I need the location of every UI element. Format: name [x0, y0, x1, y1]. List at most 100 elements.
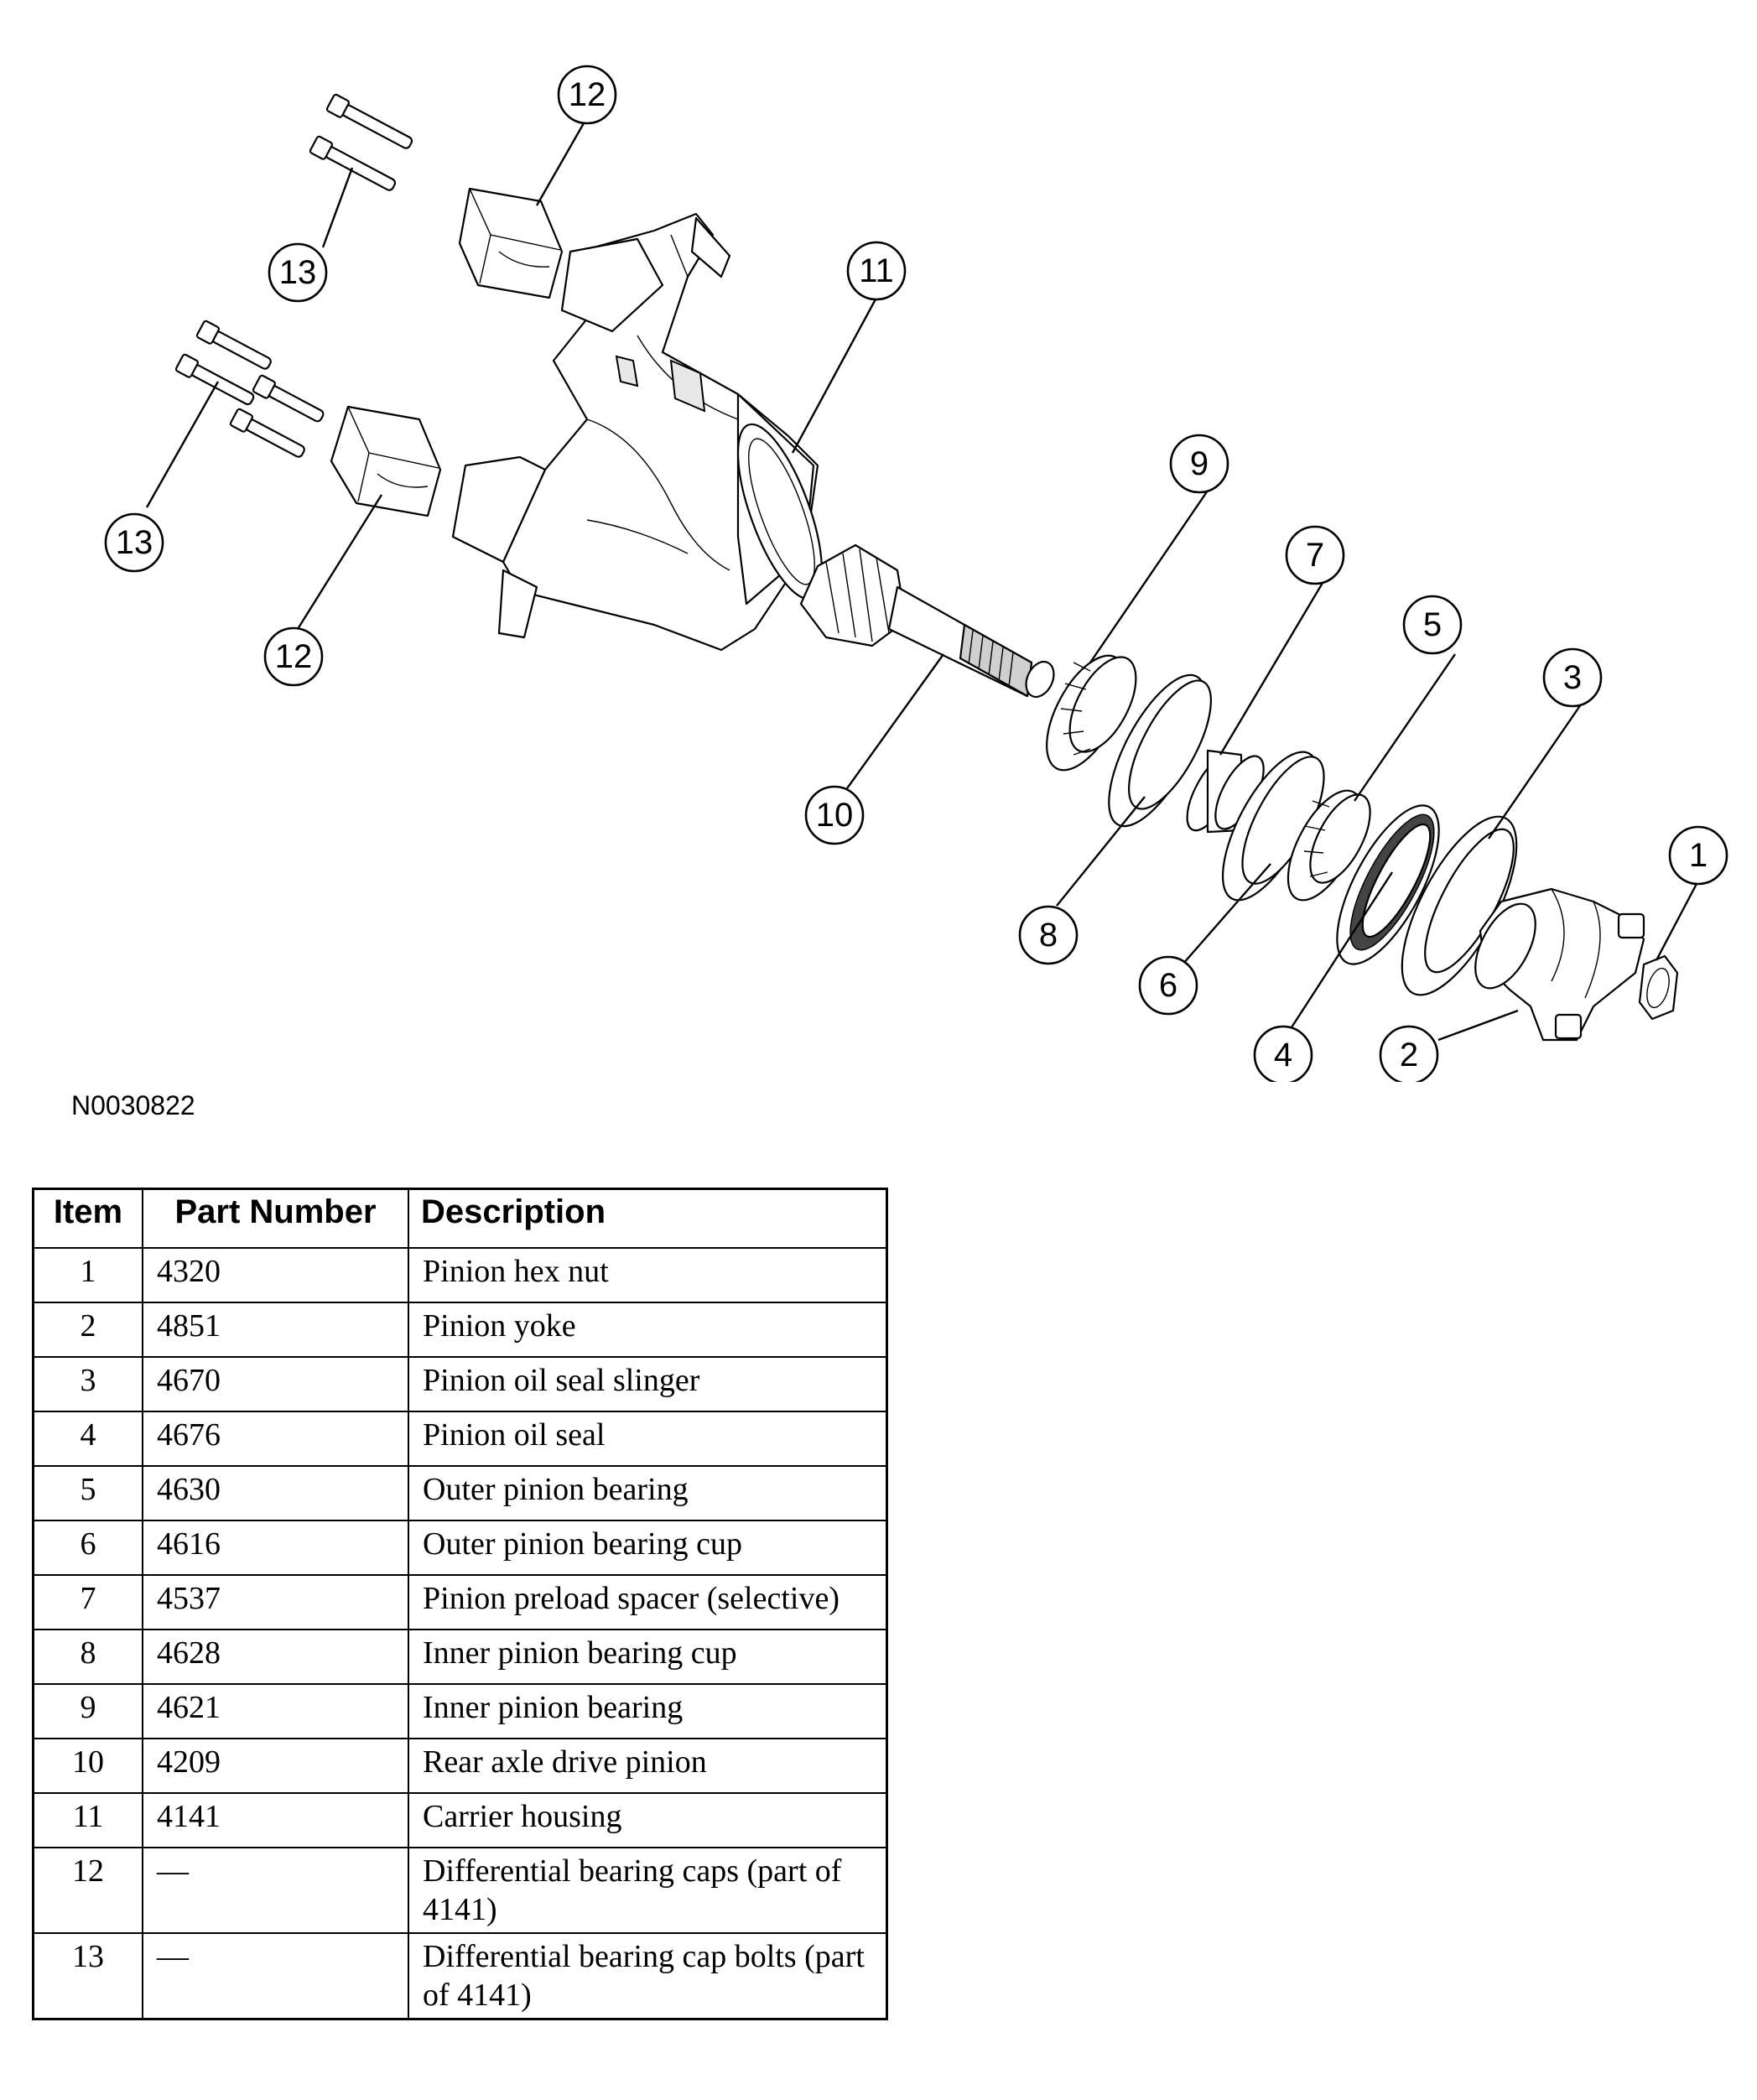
cell-description: Carrier housing — [408, 1792, 888, 1848]
table-row: 4 4676 Pinion oil seal — [32, 1411, 888, 1467]
callout-5: 5 — [1402, 595, 1463, 655]
callout-7: 7 — [1285, 525, 1345, 585]
drive-pinion — [799, 543, 1055, 699]
callout-13-lower: 13 — [104, 512, 164, 573]
cell-description: Rear axle drive pinion — [408, 1738, 888, 1794]
cell-part-number: 4851 — [142, 1302, 409, 1358]
header-item: Item — [32, 1188, 143, 1249]
table-row: 12 — Differential bearing caps (part of … — [32, 1847, 888, 1934]
cell-part-number: — — [142, 1932, 409, 2020]
cell-item: 6 — [32, 1520, 143, 1576]
svg-text:1: 1 — [1689, 837, 1708, 874]
svg-text:12: 12 — [275, 638, 313, 675]
cell-item: 12 — [32, 1847, 143, 1934]
parts-table: Item Part Number Description 1 4320 Pini… — [32, 1188, 888, 2020]
cell-description: Outer pinion bearing — [408, 1465, 888, 1521]
table-row: 3 4670 Pinion oil seal slinger — [32, 1356, 888, 1412]
header-part-number: Part Number — [142, 1188, 409, 1249]
cell-description: Pinion preload spacer (selective) — [408, 1574, 888, 1630]
callout-12-upper: 12 — [557, 65, 617, 125]
cell-item: 13 — [32, 1932, 143, 2020]
cell-part-number: 4630 — [142, 1465, 409, 1521]
callout-3: 3 — [1542, 647, 1603, 708]
cell-item: 11 — [32, 1792, 143, 1848]
pinion-oil-seal-slinger — [1401, 815, 1518, 996]
bearing-cap-bolts-lower — [174, 320, 325, 458]
cell-description: Differential bearing cap bolts (part of … — [408, 1932, 888, 2020]
cell-part-number: 4141 — [142, 1792, 409, 1848]
pinion-yoke — [1474, 887, 1645, 1042]
header-description: Description — [408, 1188, 888, 1249]
callout-6: 6 — [1138, 955, 1198, 1016]
callout-1: 1 — [1668, 825, 1728, 886]
cell-description: Pinion yoke — [408, 1302, 888, 1358]
cell-item: 10 — [32, 1738, 143, 1794]
table-row: 6 4616 Outer pinion bearing cup — [32, 1520, 888, 1576]
callout-13-upper: 13 — [268, 242, 328, 303]
pinion-preload-spacer — [1186, 749, 1265, 834]
cell-part-number: 4628 — [142, 1629, 409, 1685]
callout-8: 8 — [1018, 905, 1079, 965]
table-row: 2 4851 Pinion yoke — [32, 1302, 888, 1358]
svg-text:9: 9 — [1190, 445, 1209, 482]
svg-text:12: 12 — [569, 76, 606, 113]
table-row: 11 4141 Carrier housing — [32, 1792, 888, 1848]
cell-description: Differential bearing caps (part of 4141) — [408, 1847, 888, 1934]
cell-part-number: 4676 — [142, 1411, 409, 1467]
svg-text:13: 13 — [279, 254, 317, 291]
carrier-housing — [451, 212, 824, 652]
cell-description: Pinion oil seal — [408, 1411, 888, 1467]
callout-2: 2 — [1379, 1025, 1439, 1082]
callout-4: 4 — [1253, 1025, 1313, 1082]
leader-lines — [145, 117, 1700, 1042]
bearing-cap-bolts-upper — [309, 93, 413, 191]
callout-9: 9 — [1169, 434, 1229, 494]
callout-10: 10 — [804, 785, 865, 845]
outer-pinion-bearing — [1287, 789, 1371, 902]
svg-text:13: 13 — [116, 524, 153, 561]
svg-text:5: 5 — [1423, 606, 1442, 643]
inner-pinion-bearing — [1046, 654, 1137, 772]
cell-part-number: 4537 — [142, 1574, 409, 1630]
cell-item: 2 — [32, 1302, 143, 1358]
cell-item: 4 — [32, 1411, 143, 1467]
cell-item: 3 — [32, 1356, 143, 1412]
callout-11: 11 — [846, 241, 907, 301]
cell-part-number: — — [142, 1847, 409, 1934]
svg-text:3: 3 — [1563, 659, 1582, 696]
table-row: 1 4320 Pinion hex nut — [32, 1247, 888, 1303]
bearing-cap-upper — [458, 187, 564, 299]
bearing-cap-lower — [330, 405, 442, 517]
cell-part-number: 4621 — [142, 1683, 409, 1739]
figure-id: N0030822 — [71, 1090, 195, 1120]
svg-text:4: 4 — [1274, 1037, 1292, 1073]
cell-description: Pinion oil seal slinger — [408, 1356, 888, 1412]
cell-item: 7 — [32, 1574, 143, 1630]
svg-text:11: 11 — [859, 252, 894, 289]
exploded-view-diagram: 1 2 3 4 5 6 7 8 9 10 11 12 — [104, 65, 1728, 1082]
cell-item: 1 — [32, 1247, 143, 1303]
table-row: 13 — Differential bearing cap bolts (par… — [32, 1932, 888, 2020]
cell-part-number: 4209 — [142, 1738, 409, 1794]
svg-text:6: 6 — [1159, 967, 1177, 1004]
inner-pinion-bearing-cup — [1108, 673, 1212, 828]
pinion-hex-nut — [1638, 954, 1679, 1021]
table-row: 9 4621 Inner pinion bearing — [32, 1683, 888, 1739]
cell-description: Inner pinion bearing cup — [408, 1629, 888, 1685]
table-row: 5 4630 Outer pinion bearing — [32, 1465, 888, 1521]
table-row: 10 4209 Rear axle drive pinion — [32, 1738, 888, 1794]
cell-part-number: 4320 — [142, 1247, 409, 1303]
cell-description: Pinion hex nut — [408, 1247, 888, 1303]
table-row: 7 4537 Pinion preload spacer (selective) — [32, 1574, 888, 1630]
pinion-oil-seal — [1336, 804, 1440, 965]
cell-description: Inner pinion bearing — [408, 1683, 888, 1739]
cell-item: 8 — [32, 1629, 143, 1685]
table-row: 8 4628 Inner pinion bearing cup — [32, 1629, 888, 1685]
cell-description: Outer pinion bearing cup — [408, 1520, 888, 1576]
table-header-row: Item Part Number Description — [32, 1188, 888, 1249]
cell-item: 9 — [32, 1683, 143, 1739]
svg-text:8: 8 — [1039, 917, 1058, 954]
callout-12-lower: 12 — [263, 626, 324, 687]
cell-part-number: 4670 — [142, 1356, 409, 1412]
cell-part-number: 4616 — [142, 1520, 409, 1576]
